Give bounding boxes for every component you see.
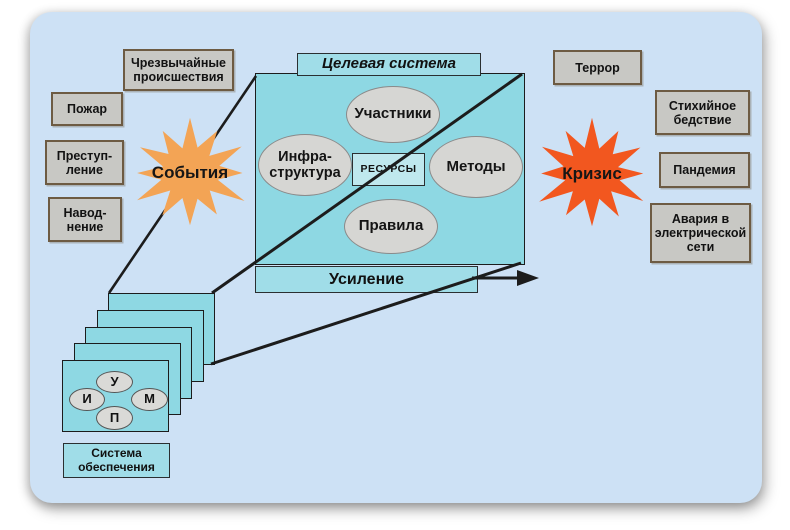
crisis-pandemic: Пандемия [659,152,750,188]
methods-label: Методы [446,157,506,175]
crisis-power-failure: Авария в электрической сети [650,203,751,263]
hazard-flood: Навод- нение [48,197,122,242]
infrastructure-node: Инфра- структура [258,134,352,196]
support-card-front: У И М П [62,360,169,432]
crisis-star: Кризис [531,117,653,230]
methods-node: Методы [429,136,523,198]
crisis-disaster: Стихийное бедствие [655,90,750,135]
rules-node: Правила [344,199,438,254]
hazard-emergencies: Чрезвычайные происшествия [123,49,234,91]
support-node-m: М [131,388,168,411]
amplification-bar: Усиление [255,266,478,293]
support-node-i-label: И [82,391,92,407]
support-node-m-label: М [144,391,155,407]
participants-node: Участники [346,86,440,143]
target-system-title: Целевая система [297,53,481,76]
starburst-icon [539,117,644,227]
support-node-u: У [96,371,133,393]
support-node-p: П [96,406,133,430]
participants-label: Участники [354,105,432,123]
infrastructure-label: Инфра- структура [269,148,341,181]
starburst-icon [137,117,245,226]
events-star: События [127,117,253,229]
rules-label: Правила [358,217,424,235]
resources-node: РЕСУРСЫ [352,153,425,186]
support-node-p-label: П [109,409,120,425]
events-star-label: События [151,163,229,182]
support-node-i: И [69,388,105,411]
crisis-star-label: Кризис [562,163,622,183]
hazard-crime: Преступ- ление [45,140,124,185]
crisis-terror: Террор [553,50,642,85]
support-system-caption: Система обеспечения [63,443,170,478]
hazard-fire: Пожар [51,92,123,126]
support-node-u-label: У [110,373,119,389]
